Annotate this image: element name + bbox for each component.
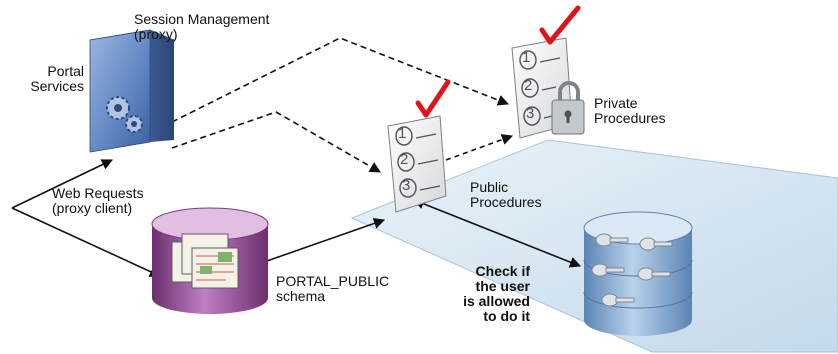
schema-to-public-line	[263, 218, 386, 263]
public-to-private-line	[445, 134, 514, 161]
public-procedures-checklist-icon	[387, 79, 451, 213]
portal-services-label: Portal Services	[30, 63, 84, 94]
public-list-number-1: 1	[398, 125, 407, 142]
session-management-label: Session Management (proxy)	[134, 11, 270, 42]
private-list-number-2: 2	[524, 77, 533, 94]
web-requests-label: Web Requests (proxy client)	[52, 185, 144, 216]
web-request-line-to-schema	[11, 207, 162, 277]
public-list-number-2: 2	[400, 151, 409, 168]
padlock-icon	[551, 81, 585, 135]
portal-public-database-icon	[151, 207, 269, 314]
private-list-number-1: 1	[522, 49, 531, 66]
session-line-to-public	[171, 111, 381, 173]
check-user-label: Check if the user is allowed to do it	[463, 263, 530, 324]
check-mark-icon	[539, 5, 581, 45]
portal-services-server-icon	[88, 29, 176, 153]
private-procedures-label: Private Procedures	[594, 95, 666, 126]
public-list-number-3: 3	[402, 177, 411, 194]
access-keys-database-icon	[583, 211, 693, 336]
public-procedures-label: Public Procedures	[470, 179, 542, 210]
portal-public-schema-label: PORTAL_PUBLIC schema	[276, 273, 390, 304]
check-mark-icon	[415, 79, 451, 118]
web-request-line-to-server	[11, 159, 114, 209]
connection-lines	[11, 37, 582, 277]
check-user-line	[412, 198, 582, 268]
private-list-number-3: 3	[526, 105, 535, 122]
session-line-to-private	[171, 37, 510, 123]
